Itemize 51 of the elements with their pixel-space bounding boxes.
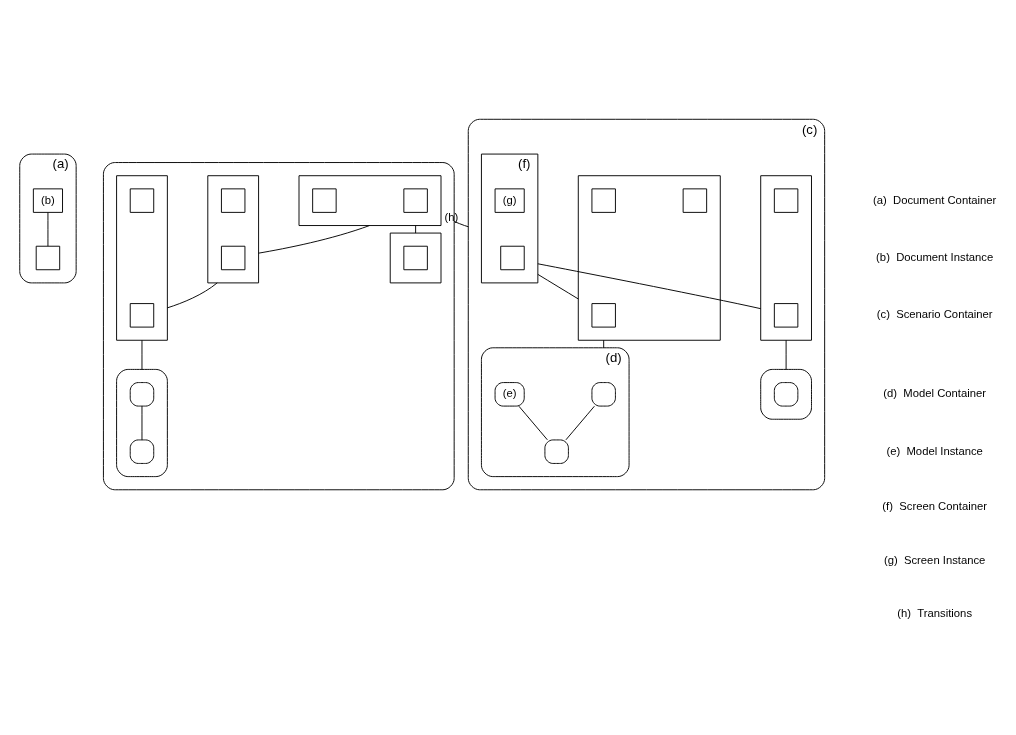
node-box [682, 187, 708, 213]
label: (h) Transitions [897, 606, 973, 619]
node-box [403, 245, 428, 270]
connector [415, 224, 417, 234]
connector [453, 220, 469, 227]
node-box [591, 187, 616, 213]
label: (d) Model Container [883, 386, 987, 399]
node-box: (g) [494, 187, 525, 213]
node-box [591, 302, 616, 328]
connector [785, 339, 787, 370]
label: (f) Screen Container [882, 499, 987, 512]
cluster [760, 368, 812, 420]
node-box [129, 302, 155, 328]
connector [518, 405, 548, 440]
cluster [116, 174, 168, 341]
label: (c) Scenario Container [876, 307, 993, 320]
label: (e) Model Instance [886, 444, 983, 457]
node-box [129, 438, 155, 464]
node-box [312, 187, 337, 213]
label: (b) Document Instance [876, 250, 994, 263]
node-box [500, 245, 525, 270]
cluster [116, 368, 168, 477]
node-box: (e) [494, 381, 525, 407]
label: (g) Screen Instance [883, 553, 986, 566]
node-box [403, 187, 428, 213]
node-box [773, 187, 799, 213]
node-box [129, 187, 155, 213]
node-box [773, 302, 799, 328]
connector [537, 262, 762, 309]
node-box [544, 438, 569, 464]
cluster [298, 174, 442, 226]
connector [166, 281, 218, 308]
connector [603, 339, 605, 348]
cluster [760, 174, 812, 341]
cluster [577, 174, 721, 341]
node-box [220, 187, 246, 213]
node-box [591, 381, 616, 407]
connector [141, 339, 143, 370]
node-box [129, 381, 155, 407]
connector [537, 273, 579, 299]
node-box [220, 245, 246, 270]
connector [258, 224, 370, 254]
cluster [207, 174, 260, 283]
node-box [773, 381, 799, 407]
node-box [35, 245, 61, 270]
node-box: (b) [32, 187, 63, 213]
connector [141, 405, 143, 440]
connector [47, 211, 49, 247]
label: (a) Document Container [872, 193, 997, 206]
connector [565, 405, 595, 440]
cluster [389, 232, 442, 283]
